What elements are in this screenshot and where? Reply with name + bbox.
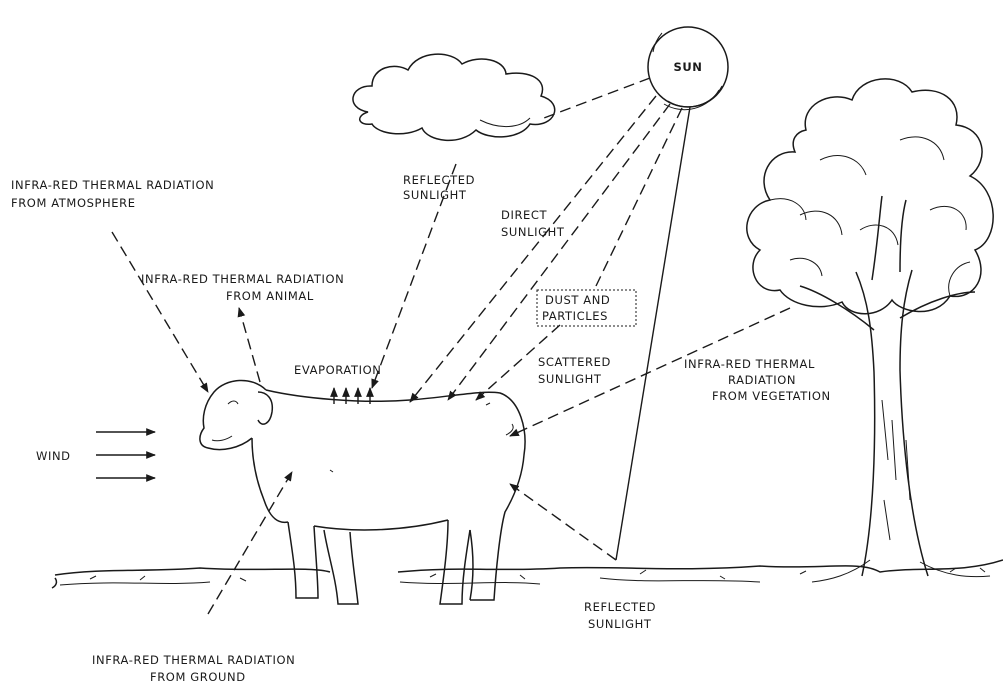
- svg-text:FROM ATMOSPHERE: FROM ATMOSPHERE: [11, 196, 136, 210]
- cloud-icon: [353, 54, 555, 140]
- sun-label: SUN: [673, 60, 702, 74]
- svg-text:INFRA-RED THERMAL RADIATION: INFRA-RED THERMAL RADIATION: [141, 272, 344, 286]
- svg-text:SUNLIGHT: SUNLIGHT: [588, 617, 652, 631]
- svg-text:DUST AND: DUST AND: [545, 293, 610, 307]
- ray-ground-ir: [208, 472, 292, 614]
- label-direct-sunlight: DIRECT SUNLIGHT: [501, 208, 565, 239]
- svg-text:DIRECT: DIRECT: [501, 208, 548, 222]
- svg-text:RADIATION: RADIATION: [728, 373, 796, 387]
- label-ir-atmosphere: INFRA-RED THERMAL RADIATION FROM ATMOSPH…: [11, 178, 214, 210]
- ray-sun-to-cloud: [544, 78, 650, 118]
- svg-text:INFRA-RED THERMAL: INFRA-RED THERMAL: [684, 357, 815, 371]
- ray-direct-sunlight: [410, 96, 656, 402]
- wind-arrows: [96, 432, 155, 478]
- sheep-icon: [200, 380, 525, 604]
- svg-text:PARTICLES: PARTICLES: [542, 309, 608, 323]
- ray-from-animal: [239, 308, 260, 382]
- label-ir-vegetation: INFRA-RED THERMAL RADIATION FROM VEGETAT…: [684, 357, 831, 403]
- ray-ground-to-sheep: [510, 484, 616, 560]
- label-wind: WIND: [36, 449, 71, 463]
- label-reflected-sunlight-cloud: REFLECTED SUNLIGHT: [403, 173, 475, 202]
- sun-icon: SUN: [648, 27, 728, 110]
- label-scattered-sunlight: SCATTERED SUNLIGHT: [538, 355, 611, 386]
- tree-icon: [747, 79, 993, 582]
- ray-sun-to-dust: [596, 108, 682, 286]
- label-evaporation: EVAPORATION: [294, 363, 381, 377]
- ray-atmosphere-to-sheep: [112, 232, 208, 392]
- ground: [52, 560, 1003, 588]
- label-reflected-sunlight-ground: REFLECTED SUNLIGHT: [584, 600, 656, 631]
- svg-text:FROM GROUND: FROM GROUND: [150, 670, 246, 684]
- svg-text:REFLECTED: REFLECTED: [584, 600, 656, 614]
- svg-text:FROM VEGETATION: FROM VEGETATION: [712, 389, 831, 403]
- label-ir-animal: INFRA-RED THERMAL RADIATION FROM ANIMAL: [141, 272, 344, 303]
- svg-text:INFRA-RED THERMAL RADIATION: INFRA-RED THERMAL RADIATION: [11, 178, 214, 192]
- svg-text:FROM ANIMAL: FROM ANIMAL: [226, 289, 314, 303]
- svg-text:REFLECTED: REFLECTED: [403, 173, 475, 187]
- svg-text:SUNLIGHT: SUNLIGHT: [403, 188, 467, 202]
- svg-text:SUNLIGHT: SUNLIGHT: [501, 225, 565, 239]
- svg-text:SCATTERED: SCATTERED: [538, 355, 611, 369]
- label-dust-particles: DUST AND PARTICLES: [542, 293, 610, 323]
- svg-text:INFRA-RED THERMAL RADIATION: INFRA-RED THERMAL RADIATION: [92, 653, 295, 667]
- label-ir-ground: INFRA-RED THERMAL RADIATION FROM GROUND: [92, 653, 295, 684]
- ray-sun-to-ground: [616, 107, 690, 560]
- svg-text:SUNLIGHT: SUNLIGHT: [538, 372, 602, 386]
